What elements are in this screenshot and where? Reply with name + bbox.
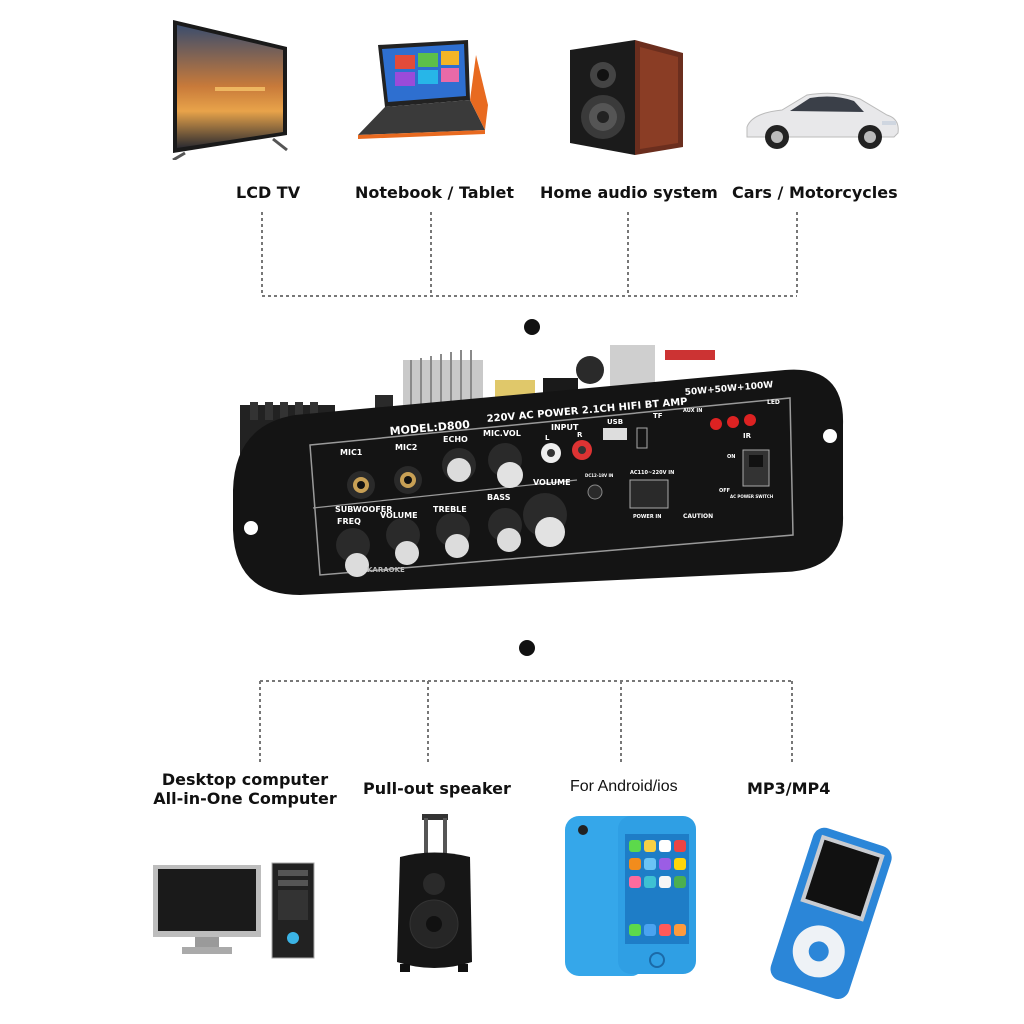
bass-label: BASS <box>487 493 511 502</box>
tf-label: TF <box>653 412 663 420</box>
mic1-label: MIC1 <box>340 448 363 457</box>
mic2-label: MIC2 <box>395 443 417 452</box>
aux-in-label: AUX IN <box>683 408 702 414</box>
input-label: INPUT <box>551 423 579 432</box>
amplifier-board: MODEL:D800 220V AC POWER 2.1CH HIFI BT A… <box>233 345 844 595</box>
power-in-label: POWER IN <box>633 514 661 520</box>
input-r-label: R <box>577 431 583 439</box>
ac-in-label: AC110~220V IN <box>630 470 674 476</box>
bottom-junction-dot <box>519 640 535 656</box>
dc-in-label: DC12-18V IN <box>585 473 613 478</box>
main-volume-label: VOLUME <box>533 478 571 487</box>
mount-hole-left <box>244 521 258 535</box>
label-home-audio-system: Home audio system <box>540 183 718 202</box>
knobs <box>336 443 567 577</box>
label-desktop-line2: All-in-One Computer <box>153 789 337 808</box>
label-lcd-tv: LCD TV <box>236 183 301 202</box>
label-cars-motorcycles: Cars / Motorcycles <box>732 183 898 202</box>
top-junction-dot <box>524 319 540 335</box>
input-l-label: L <box>545 434 550 442</box>
speaker-icon <box>570 40 683 155</box>
subwoofer-label: SUBWOOFER <box>335 505 392 514</box>
treble-label: TREBLE <box>433 505 467 514</box>
label-desktop-line1: Desktop computer <box>161 770 329 789</box>
trolley-speaker-icon <box>397 814 472 972</box>
mp3-player-icon <box>770 827 892 1000</box>
echo-label: ECHO <box>443 435 468 444</box>
label-android-ios: For Android/ios <box>570 778 678 795</box>
mount-hole-right <box>823 429 837 443</box>
caution-label: CAUTION <box>683 513 713 520</box>
mic-vol-label: MIC.VOL <box>483 429 521 438</box>
label-mp3-mp4: MP3/MP4 <box>747 779 831 798</box>
freq-label: FREQ <box>337 517 361 526</box>
laptop-icon <box>358 40 488 139</box>
ir-label: IR <box>743 432 752 440</box>
ac-power-switch-label: AC POWER SWITCH <box>730 494 773 499</box>
sub-volume-label: VOLUME <box>380 511 418 520</box>
tv-icon <box>172 20 288 160</box>
label-pull-out-speaker: Pull-out speaker <box>363 779 511 798</box>
on-label: ON <box>727 454 735 460</box>
usb-label: USB <box>607 418 623 426</box>
label-notebook-tablet: Notebook / Tablet <box>355 183 515 202</box>
smartphone-icon <box>565 816 696 976</box>
board-plate <box>233 369 844 595</box>
karaoke-label: KARAOKE <box>367 566 405 574</box>
label-desktop-computer: Desktop computer All-in-One Computer <box>150 770 340 808</box>
desktop-computer-icon <box>153 862 315 959</box>
off-label: OFF <box>719 488 730 494</box>
car-icon <box>746 92 899 149</box>
led-label: LED <box>767 399 780 406</box>
